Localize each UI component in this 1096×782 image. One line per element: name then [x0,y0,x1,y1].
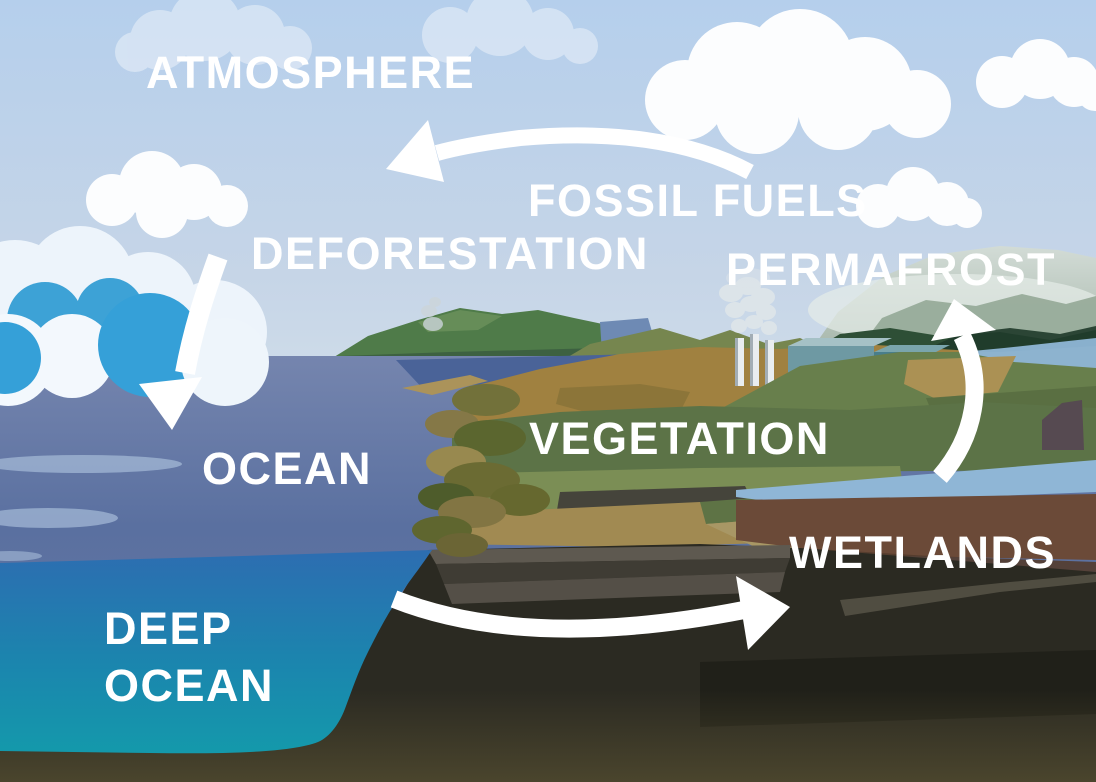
distant-hills [326,297,640,362]
smokestack-smoke-icon [719,268,777,335]
arrow-deforestation-to-ocean [139,253,228,430]
hill-smoke-icon [421,297,443,331]
ocean-streaks [0,455,182,561]
cloud-icon [976,39,1096,111]
flow-arrows [139,120,996,650]
faint-cloud-icon [115,0,598,72]
arrow-wetlands-to-permafrost [931,299,996,483]
vegetation-band [452,402,1096,474]
cloud-icon [645,9,951,154]
label-vegetation: VEGETATION [529,413,830,464]
label-atmosphere: ATMOSPHERE [146,47,476,98]
barn-icon [1042,400,1084,450]
smokestack-icon [735,334,774,386]
cloud-icon [856,167,982,228]
river-lower [736,460,1096,504]
label-ocean: OCEAN [202,443,373,494]
cloud-icon [86,151,248,238]
label-fossil-fuels: FOSSIL FUELS [528,175,868,226]
arrow-deep-ocean-to-wetlands [390,576,790,650]
arrow-fossil-fuels-to-atmosphere [386,120,754,182]
deep-ocean-water [0,550,432,754]
coastal-bushes [412,384,550,557]
label-permafrost: PERMAFROST [726,244,1056,295]
label-wetlands: WETLANDS [789,527,1056,578]
shore-spit [402,375,488,395]
label-deep-ocean: DEEP OCEAN [104,603,275,711]
river-upper [962,338,1096,368]
label-deforestation: DEFORESTATION [251,228,649,279]
